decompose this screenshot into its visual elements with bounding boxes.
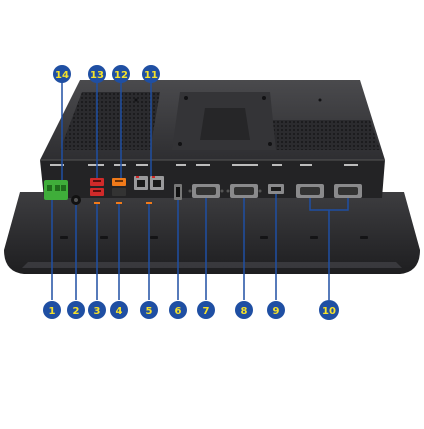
port-label-marks (50, 164, 358, 166)
svg-text:7: 7 (203, 306, 210, 317)
svg-text:4: 4 (116, 306, 123, 317)
svg-text:10: 10 (322, 306, 336, 317)
vesa-recess (200, 108, 250, 140)
dc-jack-port (71, 195, 81, 205)
callout-4: 4 (110, 301, 128, 319)
svg-text:11: 11 (144, 70, 158, 81)
svg-text:2: 2 (73, 306, 80, 317)
callout-11: 11 (142, 65, 160, 83)
usb-stack-orange (112, 178, 126, 204)
callout-9: 9 (267, 301, 285, 319)
leader-lines (51, 82, 349, 300)
vesa-screw-holes (134, 96, 322, 146)
svg-text:12: 12 (114, 70, 128, 81)
svg-text:5: 5 (146, 306, 153, 317)
usb-stack-red (90, 178, 104, 204)
bezel-lip (22, 262, 402, 268)
callout-8: 8 (235, 301, 253, 319)
front-bezel (4, 192, 420, 274)
svg-text:1: 1 (49, 306, 56, 317)
callout-2: 2 (67, 301, 85, 319)
callout-3: 3 (88, 301, 106, 319)
callout-13: 13 (88, 65, 106, 83)
port-9 (268, 184, 284, 194)
callout-1: 1 (43, 301, 61, 319)
callout-10: 10 (319, 300, 339, 320)
com-port-8 (226, 184, 262, 198)
callout-12: 12 (112, 65, 130, 83)
svg-text:14: 14 (55, 70, 69, 81)
left-vent (60, 92, 160, 150)
com-port-10a (296, 184, 324, 198)
hdmi-port (174, 184, 182, 200)
com-port-7 (188, 184, 224, 198)
svg-text:8: 8 (241, 306, 248, 317)
terminal-block-port (44, 180, 68, 200)
svg-text:6: 6 (175, 306, 182, 317)
svg-text:9: 9 (273, 306, 280, 317)
com-port-10b (334, 184, 362, 198)
svg-text:3: 3 (94, 306, 101, 317)
callout-7: 7 (197, 301, 215, 319)
callout-14: 14 (53, 65, 71, 83)
bezel-mount-holes (60, 236, 368, 239)
lan-ports (134, 176, 164, 204)
callout-5: 5 (140, 301, 158, 319)
svg-text:13: 13 (90, 70, 104, 81)
callout-6: 6 (169, 301, 187, 319)
right-vent (270, 120, 380, 150)
